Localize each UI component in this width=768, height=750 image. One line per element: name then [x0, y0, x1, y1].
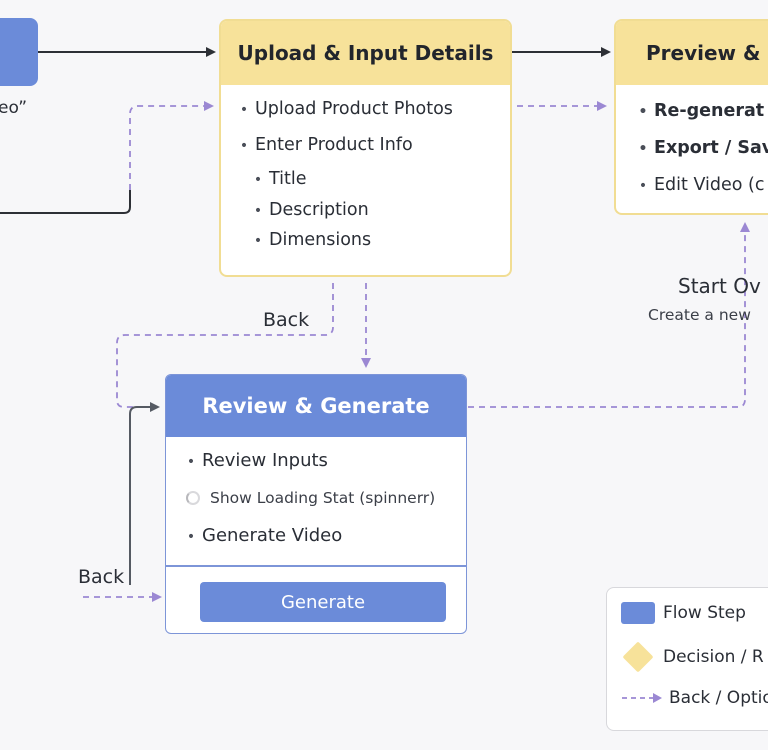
- bullet-icon: •: [186, 529, 196, 545]
- bullet-icon: •: [253, 172, 263, 188]
- legend-item-decision: Decision / R: [621, 641, 764, 673]
- generate-button[interactable]: Generate: [200, 582, 446, 622]
- arrow-solid-back-into-review: [129, 402, 160, 585]
- upload-box-title: Upload & Input Details: [221, 21, 510, 85]
- preview-box-title: Preview & E: [616, 21, 768, 85]
- preview-export-box[interactable]: Preview & E •Re-generat •Export / Sav •E…: [614, 19, 768, 215]
- loading-status-row: Show Loading Stat (spinnerr): [186, 489, 435, 507]
- bullet-icon: •: [239, 138, 249, 154]
- connector-left-curve: [0, 190, 131, 214]
- legend-item-flow-step: Flow Step: [621, 602, 746, 624]
- list-item: •Export / Sav: [636, 138, 768, 158]
- bullet-icon: •: [253, 233, 263, 249]
- back-label-top: Back: [263, 309, 310, 331]
- arrow-dashed-review-to-startover: [468, 222, 750, 408]
- review-box-divider: [166, 565, 466, 567]
- left-flow-step-partial: [0, 18, 38, 86]
- dashed-arrow-icon: [622, 693, 662, 703]
- legend-item-back: Back / Optio: [621, 688, 768, 708]
- spinner-icon: [186, 491, 200, 505]
- review-generate-box[interactable]: Review & Generate •Review Inputs Show Lo…: [165, 374, 467, 634]
- create-new-label: Create a new: [648, 306, 751, 324]
- legend: Flow Step Decision / R Back / Optio: [606, 587, 768, 731]
- flow-step-swatch: [621, 602, 655, 624]
- list-item: •Re-generat: [636, 101, 765, 121]
- bullet-icon: •: [638, 141, 648, 157]
- list-item: •Generate Video: [184, 525, 342, 546]
- list-item: •Edit Video (c: [636, 175, 765, 195]
- arrow-dashed-left-to-upload: [129, 101, 214, 190]
- bullet-icon: •: [638, 178, 648, 194]
- arrow-dashed-back-loop: [116, 283, 334, 408]
- list-item: •Review Inputs: [184, 450, 328, 471]
- bullet-icon: •: [186, 454, 196, 470]
- diamond-icon: [622, 641, 654, 673]
- list-item: •Title: [251, 169, 307, 189]
- upload-input-details-box[interactable]: Upload & Input Details •Upload Product P…: [219, 19, 512, 277]
- list-item: •Dimensions: [251, 230, 371, 250]
- bullet-icon: •: [239, 102, 249, 118]
- bullet-icon: •: [253, 203, 263, 219]
- list-item: •Description: [251, 200, 369, 220]
- back-label-bottom: Back: [78, 566, 125, 588]
- bullet-icon: •: [638, 104, 648, 120]
- list-item: •Enter Product Info: [237, 135, 413, 155]
- review-box-title: Review & Generate: [166, 375, 466, 437]
- start-over-label: Start Ov: [678, 274, 761, 298]
- list-item: •Upload Product Photos: [237, 99, 453, 119]
- left-fragment-text: eo”: [0, 98, 28, 118]
